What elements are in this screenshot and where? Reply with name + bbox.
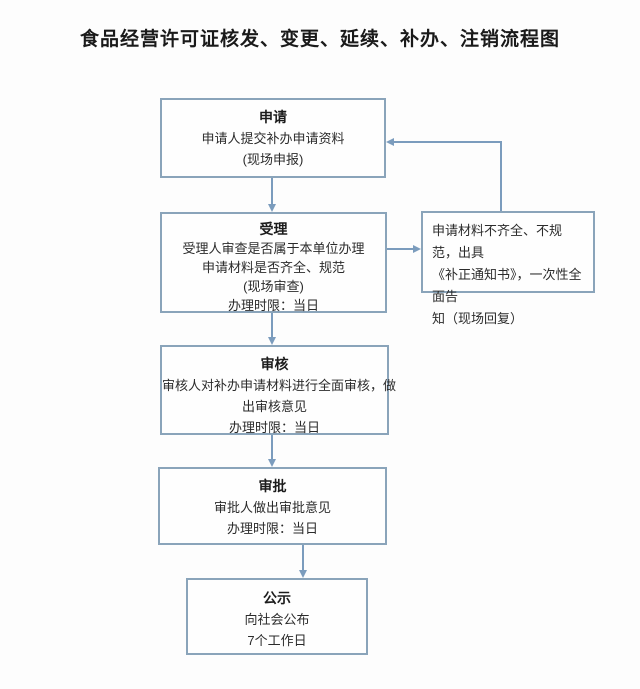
- flow-step-accept-line: 办理时限：当日: [227, 298, 319, 313]
- flow-step-accept-line: 申请材料是否齐全、规范: [201, 260, 345, 275]
- flow-note-line: 申请材料不齐全、不规范，出具: [432, 223, 563, 260]
- flow-step-approve-title: 审批: [258, 478, 287, 494]
- arrowhead-down-icon: [299, 570, 307, 578]
- flow-step-apply-title: 申请: [259, 109, 287, 125]
- flow-note-supplement-notice: 申请材料不齐全、不规范，出具 《补正通知书》，一次性全面告 知（现场回复）: [421, 211, 595, 326]
- flow-step-publicity-line: 7个工作日: [247, 633, 307, 648]
- flow-step-review-line: 出审核意见: [241, 399, 307, 414]
- flow-note-line: 知（现场回复）: [432, 311, 524, 326]
- flow-step-apply: 申请 申请人提交补办申请资料 (现场申报): [160, 98, 386, 178]
- flow-step-publicity: 公示 向社会公布 7个工作日: [186, 578, 368, 655]
- page-title: 食品经营许可证核发、变更、延续、补办、注销流程图: [79, 29, 560, 50]
- flow-step-approve: 审批 审批人做出审批意见 办理时限：当日: [158, 467, 387, 545]
- connector-notice-return-vertical: [500, 141, 502, 211]
- arrowhead-right-icon: [413, 245, 421, 253]
- flow-step-apply-line: 申请人提交补办申请资料: [201, 131, 345, 146]
- connector-apply-accept: [271, 178, 273, 206]
- flow-step-accept-line: 受理人审查是否属于本单位办理: [182, 241, 365, 256]
- flow-step-review-line: 审核人对补办申请材料进行全面审核，做: [162, 378, 397, 393]
- connector-accept-notice: [387, 248, 415, 250]
- flow-step-approve-line: 办理时限：当日: [226, 521, 318, 536]
- flow-step-review: 审核 审核人对补办申请材料进行全面审核，做 出审核意见 办理时限：当日: [160, 345, 397, 435]
- arrowhead-down-icon: [268, 204, 276, 212]
- flow-step-publicity-title: 公示: [263, 590, 291, 606]
- flow-step-review-title: 审核: [260, 356, 289, 372]
- connector-notice-return-horizontal: [394, 141, 502, 143]
- flow-step-accept-title: 受理: [259, 221, 288, 237]
- connector-review-approve: [271, 435, 273, 461]
- flow-note-line: 《补正通知书》，一次性全面告: [432, 267, 582, 304]
- flow-step-review-line: 办理时限：当日: [228, 420, 320, 435]
- flow-step-approve-line: 审批人做出审批意见: [213, 500, 331, 515]
- flow-step-apply-line: (现场申报): [242, 152, 304, 167]
- arrowhead-left-icon: [386, 138, 394, 146]
- flow-step-accept-line: (现场审查): [243, 279, 304, 294]
- connector-approve-publicity: [302, 545, 304, 572]
- flow-step-accept: 受理 受理人审查是否属于本单位办理 申请材料是否齐全、规范 (现场审查) 办理时…: [160, 212, 387, 313]
- arrowhead-down-icon: [268, 459, 276, 467]
- connector-accept-review: [271, 313, 273, 339]
- arrowhead-down-icon: [268, 337, 276, 345]
- flow-step-publicity-line: 向社会公布: [244, 612, 310, 627]
